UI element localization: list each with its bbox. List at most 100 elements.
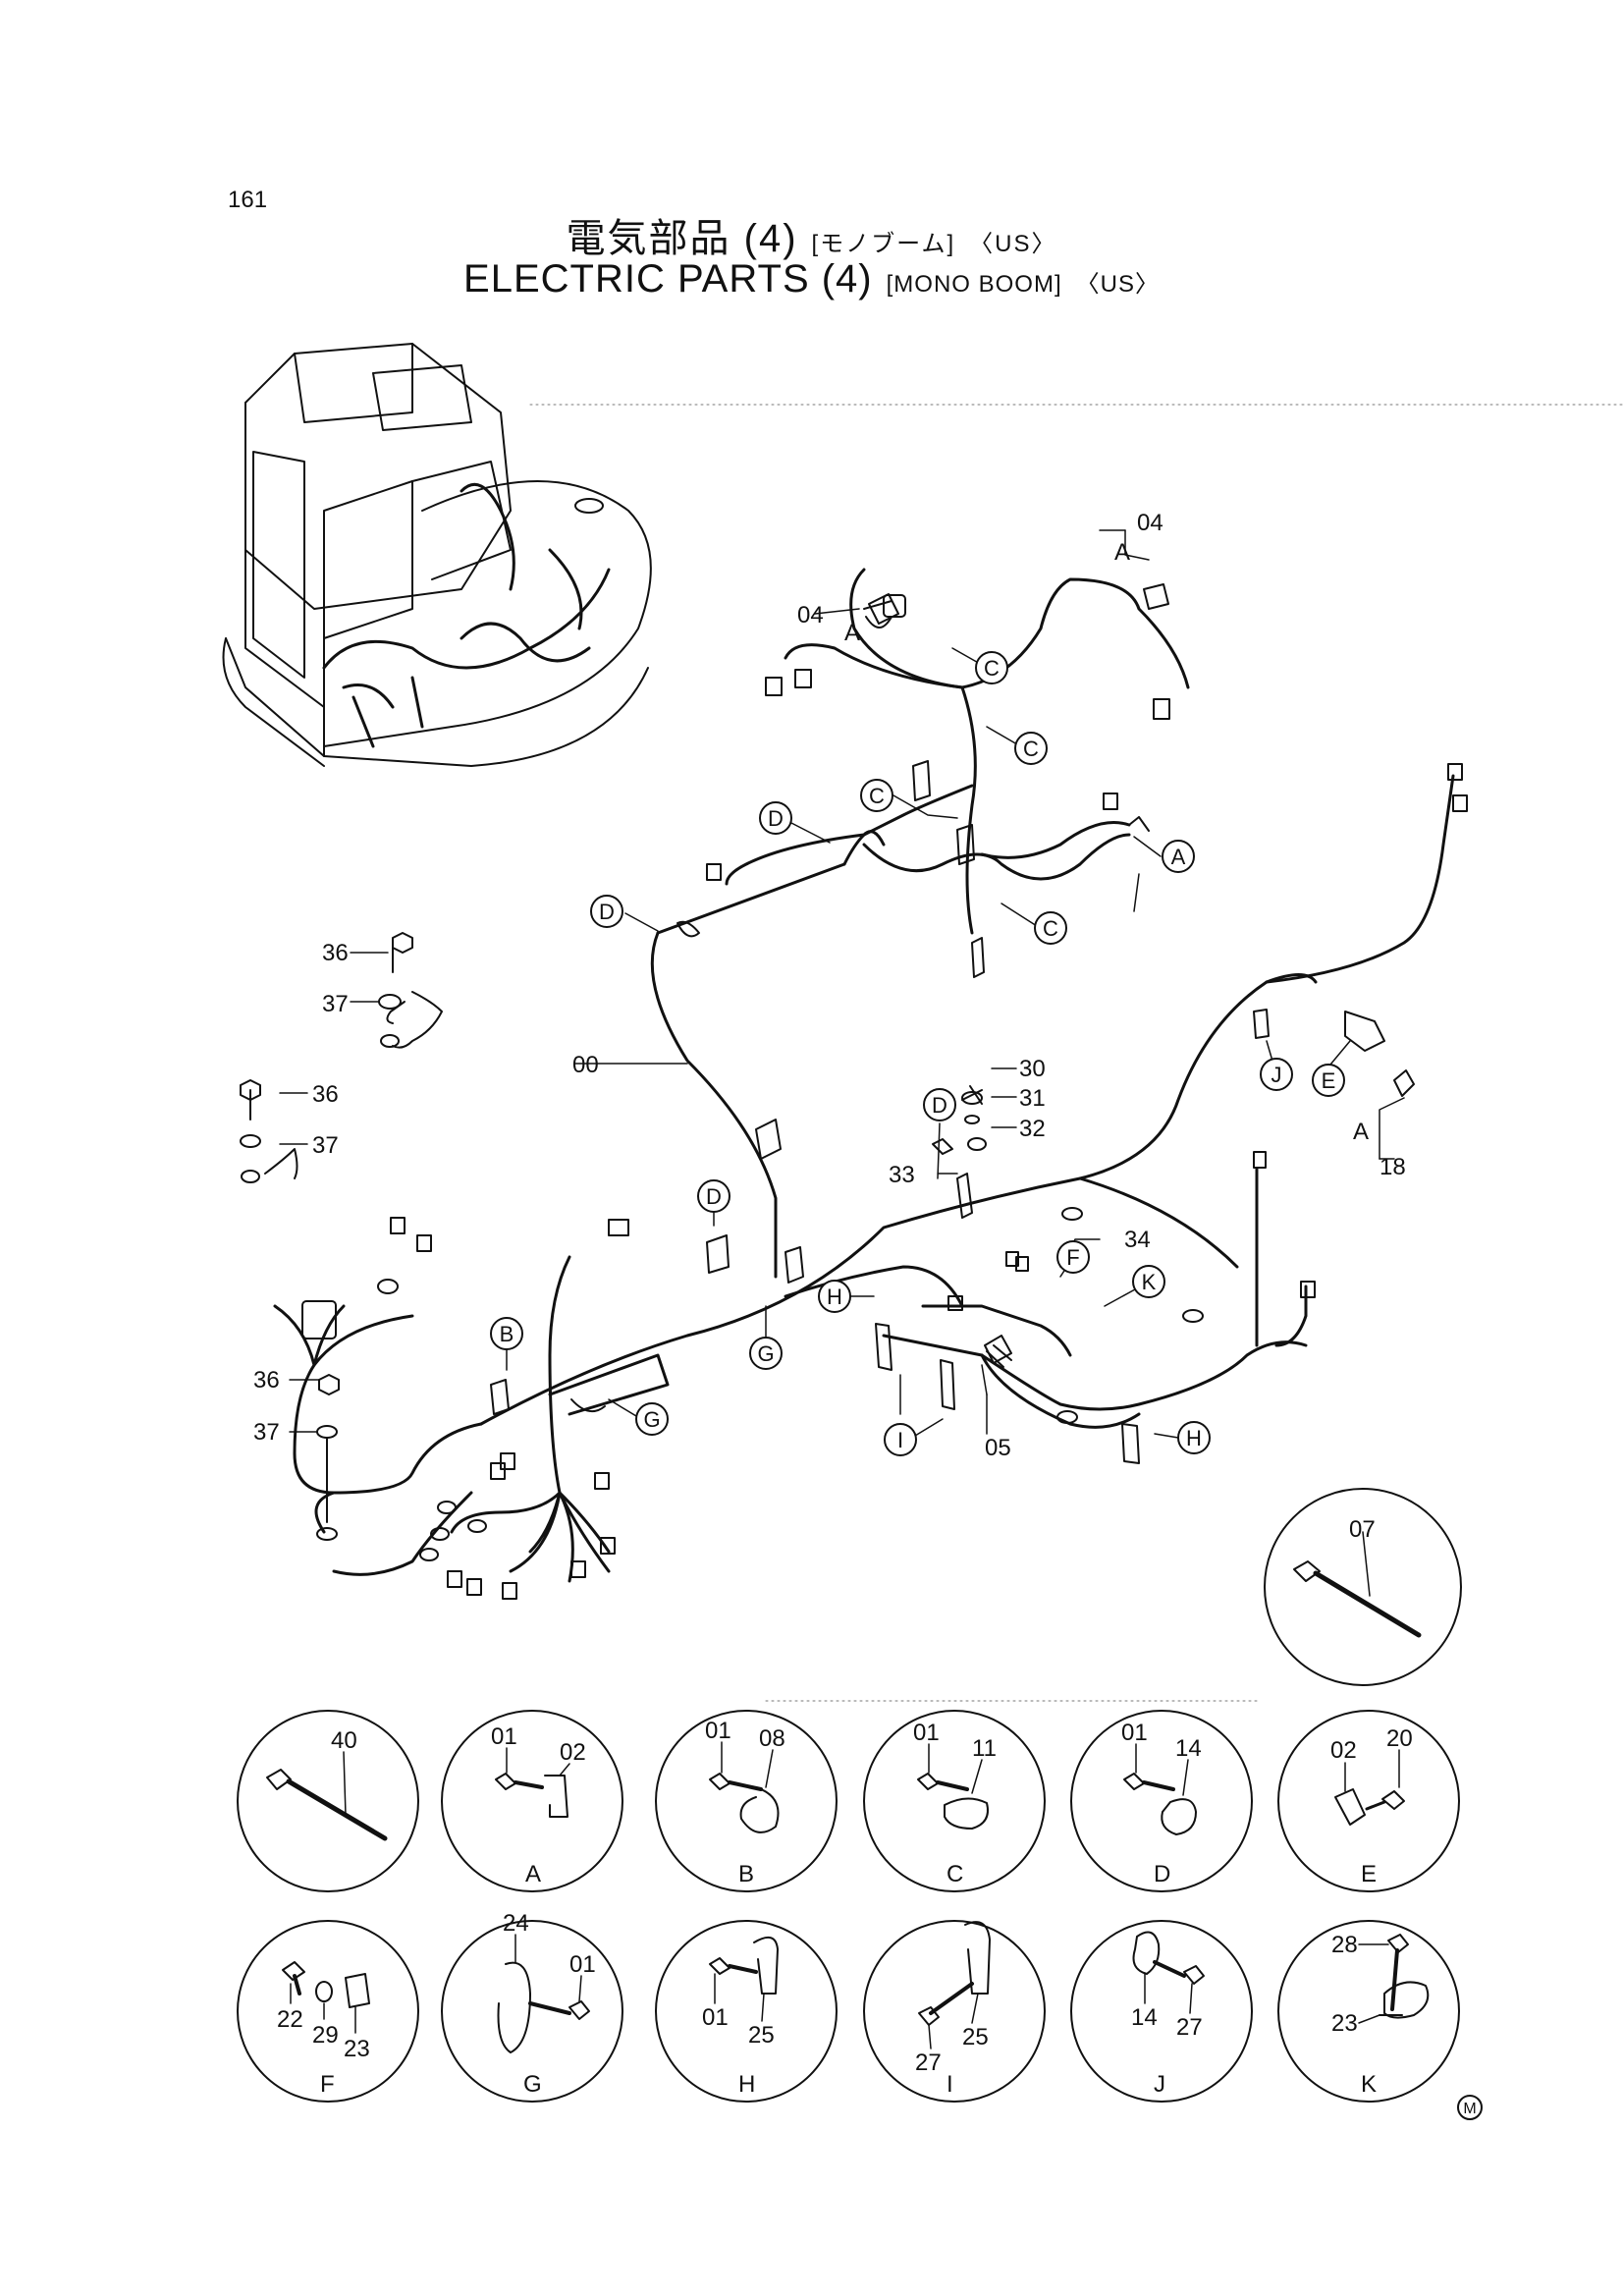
- detail-07-tie: [1293, 1531, 1422, 1638]
- detail-contents-row2: [282, 1921, 1430, 2053]
- detail-b-part-08: 08: [759, 1725, 785, 1752]
- part-label-04a: 04: [1137, 510, 1163, 536]
- callout-c2: C: [1023, 737, 1039, 761]
- detail-circle-k: [1277, 1920, 1460, 2103]
- detail-j-label: J: [1154, 2071, 1165, 2098]
- detail-h-part-01: 01: [702, 2004, 729, 2031]
- part-tag-a3: A: [1353, 1119, 1369, 1145]
- detail-k-part-28: 28: [1331, 1932, 1358, 1958]
- detail-k-label: K: [1361, 2071, 1377, 2098]
- detail-circle-h: [655, 1920, 838, 2103]
- detail-g-part-01: 01: [569, 1951, 596, 1978]
- callout-d2: D: [599, 900, 615, 924]
- detail-circle-f: [237, 1920, 419, 2103]
- detail-circle-e: [1277, 1710, 1460, 1892]
- part-label-32: 32: [1019, 1116, 1046, 1142]
- detail-g-label: G: [523, 2071, 542, 2098]
- mark-letter: M: [1463, 2101, 1476, 2117]
- detail-d-label: D: [1154, 1861, 1170, 1887]
- detail-circle-b: [655, 1710, 838, 1892]
- title-en-sub2: 〈US〉: [1075, 271, 1160, 298]
- part-label-36b: 36: [312, 1081, 339, 1108]
- detail-circle-07: [1264, 1488, 1462, 1686]
- page-number: 161: [228, 187, 268, 213]
- detail-k-part-23: 23: [1331, 2010, 1358, 2037]
- detail-f-part-29: 29: [312, 2022, 339, 2049]
- detail-j-part-14: 14: [1131, 2004, 1158, 2031]
- part-label-30: 30: [1019, 1056, 1046, 1082]
- title-jp-sub2: 〈US〉: [969, 231, 1057, 257]
- callout-circles: [490, 651, 1345, 1456]
- detail-c-label: C: [947, 1861, 963, 1887]
- detail-a-part-01: 01: [491, 1723, 517, 1750]
- callout-d1: D: [768, 806, 784, 831]
- detail-c-part-01: 01: [913, 1720, 940, 1746]
- detail-c-part-11: 11: [972, 1735, 997, 1762]
- callout-h2: H: [1186, 1426, 1202, 1450]
- part-label-04b: 04: [797, 602, 824, 629]
- detail-circle-g: [441, 1920, 623, 2103]
- part-label-37c: 37: [253, 1419, 280, 1446]
- callout-c4: C: [1043, 916, 1058, 941]
- detail-h-label: H: [738, 2071, 755, 2098]
- part-number-labels: 00 04 04 05 18 30 31 32 33 34 36 37 36 3…: [253, 510, 1406, 1461]
- callout-k1: K: [1142, 1270, 1157, 1294]
- detail-circle-j: [1070, 1920, 1253, 2103]
- part-label-33: 33: [889, 1162, 915, 1188]
- detail-f-part-23: 23: [344, 2036, 370, 2062]
- title-en-sub1: [MONO BOOM]: [886, 271, 1062, 298]
- detail-e-label: E: [1361, 1861, 1377, 1887]
- page-title-en: ELECTRIC PARTS (4) [MONO BOOM] 〈US〉: [0, 257, 1623, 301]
- part-tag-a2: A: [844, 620, 860, 646]
- callout-f1: F: [1066, 1245, 1079, 1270]
- callout-c1: C: [984, 656, 1000, 681]
- callout-i1: I: [897, 1428, 903, 1452]
- leader-lines: [279, 529, 1405, 1435]
- part-label-31: 31: [1019, 1085, 1046, 1112]
- main-harness: [273, 568, 1455, 1583]
- detail-d-part-01: 01: [1121, 1720, 1148, 1746]
- detail-i-part-25: 25: [962, 2024, 989, 2050]
- connectors: [301, 594, 1468, 1600]
- detail-labels: 07 40 01 02 A 01 08 B 01 11 C 01 14 D 02…: [277, 1516, 1413, 2098]
- callout-c3: C: [869, 784, 885, 808]
- part-label-00: 00: [572, 1052, 599, 1078]
- detail-h-part-25: 25: [748, 2022, 775, 2049]
- callout-g2: G: [757, 1341, 774, 1366]
- title-en-main: ELECTRIC PARTS (4): [463, 257, 873, 301]
- detail-circle-a: [441, 1710, 623, 1892]
- part-label-36a: 36: [322, 940, 349, 966]
- mark-circle: [1457, 2095, 1483, 2120]
- detail-contents-row1: [266, 1741, 1405, 1841]
- callout-j1: J: [1271, 1063, 1282, 1087]
- callout-letters: C C C C A D D D D B G G H H I F K J E: [500, 656, 1336, 1452]
- detail-a-label: A: [525, 1861, 541, 1887]
- detail-a-part-02: 02: [560, 1739, 586, 1766]
- detail-circle-i: [863, 1920, 1046, 2103]
- detail-i-part-27: 27: [915, 2050, 942, 2076]
- detail-circle-d: [1070, 1710, 1253, 1892]
- part-label-37a: 37: [322, 991, 349, 1017]
- detail-e-part-02: 02: [1330, 1737, 1357, 1764]
- callout-e1: E: [1322, 1068, 1336, 1093]
- part-label-18: 18: [1380, 1154, 1406, 1180]
- detail-j-part-27: 27: [1176, 2014, 1203, 2041]
- callout-a1: A: [1171, 845, 1186, 869]
- detail-f-part-22: 22: [277, 2006, 303, 2033]
- callout-d3: D: [932, 1093, 947, 1118]
- part-label-05: 05: [985, 1435, 1011, 1461]
- part-tag-a1: A: [1114, 539, 1130, 566]
- detail-40-part: 40: [331, 1727, 357, 1754]
- callout-h1: H: [827, 1285, 842, 1309]
- excavator-overview: [222, 343, 652, 767]
- detail-i-label: I: [947, 2071, 953, 2098]
- detail-g-part-24: 24: [503, 1910, 529, 1937]
- callout-b1: B: [500, 1322, 514, 1346]
- title-jp-sub1: [モノブーム]: [811, 231, 956, 257]
- detail-b-part-01: 01: [705, 1718, 731, 1744]
- pressure-switch-icons: [240, 583, 1169, 1523]
- page-title-jp: 電気部品 (4) [モノブーム] 〈US〉: [0, 206, 1623, 263]
- part-label-36c: 36: [253, 1367, 280, 1394]
- callout-d4: D: [706, 1184, 722, 1209]
- title-jp-main: 電気部品 (4): [566, 217, 798, 260]
